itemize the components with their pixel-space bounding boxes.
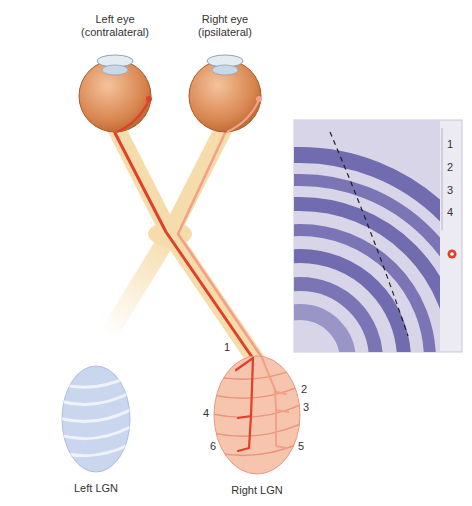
lgn-node: Right LGN <box>214 356 300 474</box>
eye-illustration <box>187 55 263 133</box>
histology-layers <box>294 132 440 352</box>
optic-nerve-left <box>115 126 170 234</box>
eye-label: Left eye (contralateral) <box>67 13 163 39</box>
recording-site-dot-center <box>450 252 454 256</box>
layer-number: 2 <box>301 383 307 396</box>
eye-label: Right eye (ipsilateral) <box>177 13 273 39</box>
histology-layer-number: 1 <box>447 138 453 151</box>
layer-number: 6 <box>210 440 216 453</box>
optic-chiasm <box>148 222 192 246</box>
histology-layer-number: 3 <box>447 184 453 197</box>
retinal-fiber <box>115 133 253 358</box>
eye-node: Left eye (contralateral) <box>77 55 153 133</box>
histology-layer-number: 4 <box>447 206 453 219</box>
retinal-fiber <box>178 133 262 358</box>
layer-number: 1 <box>224 341 230 354</box>
layer-number: 5 <box>298 440 304 453</box>
lgn-label: Left LGN <box>74 482 118 495</box>
layer-number: 3 <box>303 401 309 414</box>
scale-line <box>442 128 443 230</box>
recording-site-dot <box>448 250 457 259</box>
optic-nerve-right <box>170 126 225 234</box>
optic-tract-right <box>170 234 256 360</box>
lgn-node: Left LGN <box>62 366 130 472</box>
histology-layer-number: 2 <box>447 161 453 174</box>
lgn-illustration <box>214 356 300 474</box>
eye-node: Right eye (ipsilateral) <box>187 55 263 133</box>
layer-number: 4 <box>203 407 209 420</box>
lgn-label: Right LGN <box>231 484 282 497</box>
eye-illustration <box>77 55 153 133</box>
optic-tract-left <box>108 234 170 335</box>
lgn-illustration <box>62 366 130 472</box>
